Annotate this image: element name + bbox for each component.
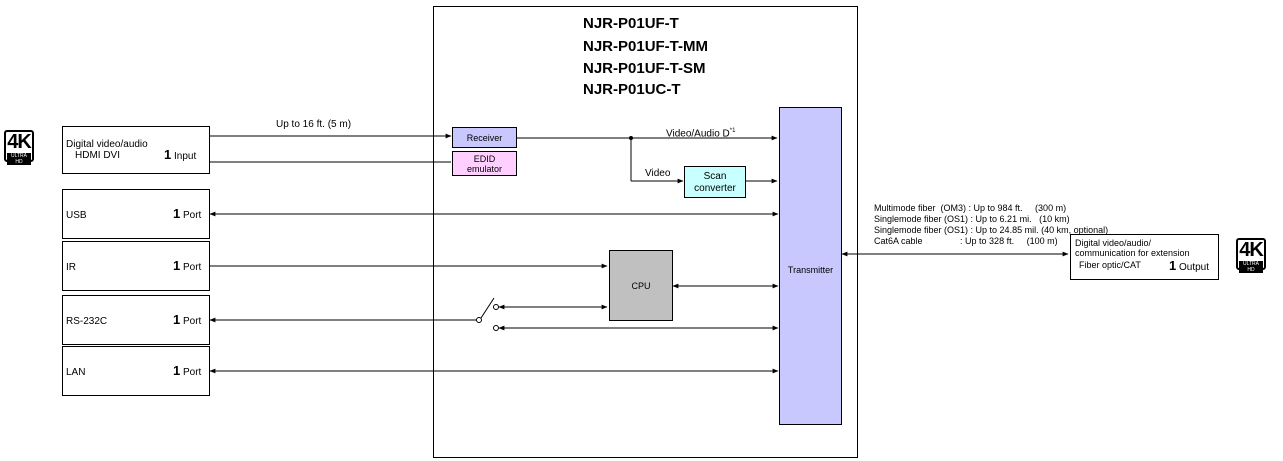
model-title-4: NJR-P01UC-T	[583, 81, 681, 98]
ultra-hd-text: ULTRA HD	[7, 153, 31, 165]
input-count: 1	[164, 147, 172, 162]
transmitter-block: Transmitter	[779, 107, 842, 425]
output-unit: Output	[1179, 262, 1210, 273]
port-count: 1	[173, 312, 181, 327]
scan-converter-block: Scan converter	[684, 166, 746, 198]
edid-emulator-block: EDID emulator	[452, 151, 517, 176]
edid-label-2: emulator	[466, 164, 502, 174]
receiver-label: Receiver	[466, 133, 503, 143]
output-line1: Digital video/audio/	[1075, 238, 1152, 248]
input-unit: Input	[174, 151, 197, 162]
input-line1: Digital video/audio	[66, 139, 148, 150]
ir-port-box: IR 1 Port	[62, 241, 210, 291]
scan-label-1: Scan	[703, 171, 727, 182]
hdmi-input-box: Digital video/audio HDMI DVI 1 Input	[62, 126, 210, 174]
model-title-3: NJR-P01UF-T-SM	[583, 60, 706, 77]
port-count: 1	[173, 363, 181, 378]
video-audio-label: Video/Audio D*1	[666, 126, 735, 139]
spec-line: Singlemode fiber (OS1) : Up to 24.85 mil…	[874, 225, 1109, 235]
video-label: Video	[645, 168, 671, 179]
junction-dot	[629, 136, 633, 140]
lan-port-box: LAN 1 Port	[62, 346, 210, 396]
spec-line: Cat6A cable : Up to 328 ft. (100 m)	[874, 236, 1058, 246]
port-count: 1	[173, 206, 181, 221]
output-line2: communication for extension	[1075, 248, 1190, 258]
ultra-hd-text: ULTRA HD	[1239, 261, 1263, 273]
port-name: RS-232C	[66, 316, 108, 327]
model-title-2: NJR-P01UF-T-MM	[583, 38, 709, 55]
port-count: 1	[173, 258, 181, 273]
rs232c-switch	[476, 297, 499, 331]
output-line3: Fiber optic/CAT	[1079, 260, 1141, 270]
receiver-block: Receiver	[452, 127, 517, 148]
device-frame	[433, 6, 858, 458]
usb-port-box: USB 1 Port	[62, 189, 210, 239]
scan-label-2: converter	[694, 183, 736, 194]
cable-length-label: Up to 16 ft. (5 m)	[276, 119, 352, 130]
port-name: LAN	[66, 367, 86, 378]
output-box: Digital video/audio/ communication for e…	[1070, 234, 1219, 280]
port-name: IR	[66, 262, 76, 273]
4k-logo-text: 4K	[7, 131, 32, 153]
4k-logo-text: 4K	[1239, 239, 1264, 261]
cpu-label: CPU	[631, 281, 651, 291]
spec-line: Singlemode fiber (OS1) : Up to 6.21 mi. …	[874, 214, 1070, 224]
cpu-block: CPU	[609, 250, 673, 321]
4k-ultra-hd-logo-left: 4K ULTRA HD	[4, 130, 34, 165]
cable-spec-list: Multimode fiber (OM3) : Up to 984 ft. (3…	[874, 203, 1108, 247]
port-name: USB	[66, 210, 87, 221]
output-count: 1	[1169, 258, 1177, 273]
input-line2: HDMI DVI	[75, 150, 120, 161]
port-unit: Port	[183, 367, 202, 378]
port-unit: Port	[183, 262, 202, 273]
port-unit: Port	[183, 316, 202, 327]
4k-ultra-hd-logo-right: 4K ULTRA HD	[1236, 238, 1266, 273]
rs232c-port-box: RS-232C 1 Port	[62, 295, 210, 345]
transmitter-label: Transmitter	[787, 265, 834, 275]
edid-label-1: EDID	[473, 154, 496, 164]
model-title-1: NJR-P01UF-T	[583, 15, 679, 32]
spec-line: Multimode fiber (OM3) : Up to 984 ft. (3…	[874, 203, 1067, 213]
video-audio-footnote: *1	[729, 128, 736, 134]
video-audio-text: Video/Audio D	[666, 128, 730, 140]
port-unit: Port	[183, 210, 202, 221]
